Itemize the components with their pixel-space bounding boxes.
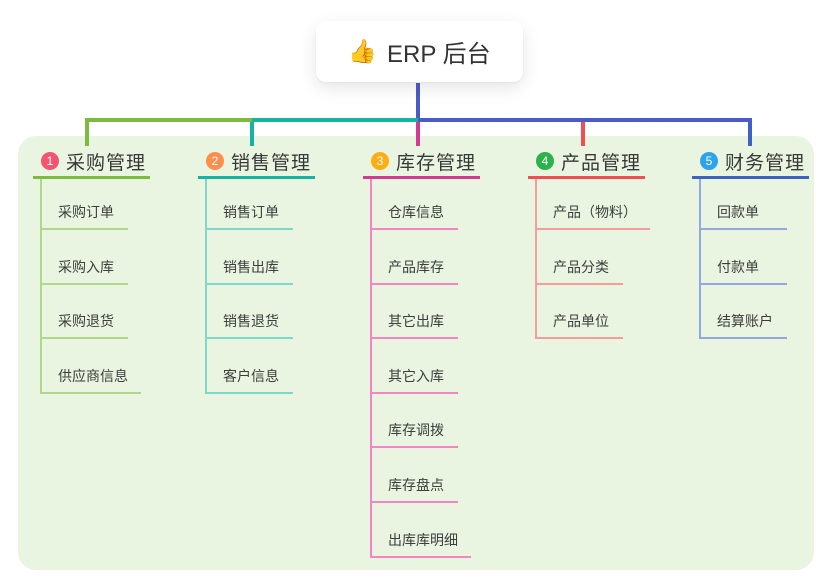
branch-product: 4 产品管理 产品（物料） 产品分类 产品单位 <box>528 146 650 340</box>
connector-horizontal-finance <box>418 118 752 122</box>
branch-title-label: 库存管理 <box>396 152 477 174</box>
branch-items: 产品（物料） 产品分类 产品单位 <box>535 179 650 340</box>
mindmap-node[interactable]: 其它出库 <box>372 285 458 340</box>
branch-items: 仓库信息 产品库存 其它出库 其它入库 库存调拨 库存盘点 出库库明细 <box>370 179 480 558</box>
mindmap-node[interactable]: 结算账户 <box>701 285 787 340</box>
connector-drop-product <box>581 122 585 146</box>
connector-horizontal-sales <box>252 118 418 122</box>
mindmap-node[interactable]: 出库库明细 <box>372 503 471 558</box>
connector-drop-procurement <box>85 122 89 146</box>
branch-items: 销售订单 销售出库 销售退货 客户信息 <box>205 179 315 394</box>
branch-title-label: 采购管理 <box>66 152 147 174</box>
branch-number-badge: 4 <box>536 152 554 170</box>
thumbs-up-icon: 👍 <box>348 38 378 64</box>
mindmap-node[interactable]: 客户信息 <box>207 339 293 394</box>
root-label: ERP 后台 <box>387 41 491 68</box>
branch-title-procurement[interactable]: 1 采购管理 <box>33 146 150 179</box>
mindmap-node[interactable]: 仓库信息 <box>372 179 458 230</box>
connector-horizontal-procurement <box>85 118 252 122</box>
branch-title-product[interactable]: 4 产品管理 <box>528 146 645 179</box>
branch-title-label: 产品管理 <box>561 152 642 174</box>
branch-inventory: 3 库存管理 仓库信息 产品库存 其它出库 其它入库 库存调拨 库存盘点 出库库… <box>363 146 480 558</box>
mindmap-node[interactable]: 销售退货 <box>207 285 293 340</box>
mindmap-node[interactable]: 回款单 <box>701 179 787 230</box>
branch-procurement: 1 采购管理 采购订单 采购入库 采购退货 供应商信息 <box>33 146 150 394</box>
branch-number-badge: 2 <box>206 152 224 170</box>
connector-root-line <box>416 83 420 118</box>
branch-items: 回款单 付款单 结算账户 <box>699 179 809 340</box>
mindmap-node[interactable]: 产品（物料） <box>537 179 650 230</box>
connector-drop-finance <box>748 122 752 146</box>
branch-items: 采购订单 采购入库 采购退货 供应商信息 <box>40 179 150 394</box>
branch-title-finance[interactable]: 5 财务管理 <box>692 146 809 179</box>
branch-number-badge: 5 <box>700 152 718 170</box>
mindmap-node[interactable]: 产品分类 <box>537 230 623 285</box>
branch-number-badge: 3 <box>371 152 389 170</box>
branch-sales: 2 销售管理 销售订单 销售出库 销售退货 客户信息 <box>198 146 315 394</box>
branch-title-label: 销售管理 <box>231 152 312 174</box>
mindmap-node[interactable]: 采购退货 <box>42 285 128 340</box>
root-node[interactable]: 👍 ERP 后台 <box>316 21 523 82</box>
branch-finance: 5 财务管理 回款单 付款单 结算账户 <box>692 146 809 340</box>
mindmap-node[interactable]: 采购订单 <box>42 179 128 230</box>
mindmap-node[interactable]: 付款单 <box>701 230 787 285</box>
branch-number-badge: 1 <box>41 152 59 170</box>
branch-title-inventory[interactable]: 3 库存管理 <box>363 146 480 179</box>
mindmap-node[interactable]: 库存盘点 <box>372 448 458 503</box>
mindmap-node[interactable]: 销售订单 <box>207 179 293 230</box>
mindmap-node[interactable]: 产品库存 <box>372 230 458 285</box>
mindmap-node[interactable]: 采购入库 <box>42 230 128 285</box>
mindmap-node[interactable]: 供应商信息 <box>42 339 141 394</box>
mindmap-node[interactable]: 销售出库 <box>207 230 293 285</box>
mindmap-node[interactable]: 其它入库 <box>372 339 458 394</box>
canvas-panel <box>18 136 814 570</box>
branch-title-label: 财务管理 <box>725 152 806 174</box>
branch-title-sales[interactable]: 2 销售管理 <box>198 146 315 179</box>
connector-drop-inventory <box>416 122 420 146</box>
mindmap-node[interactable]: 产品单位 <box>537 285 623 340</box>
mindmap-node[interactable]: 库存调拨 <box>372 394 458 449</box>
connector-drop-sales <box>250 122 254 146</box>
